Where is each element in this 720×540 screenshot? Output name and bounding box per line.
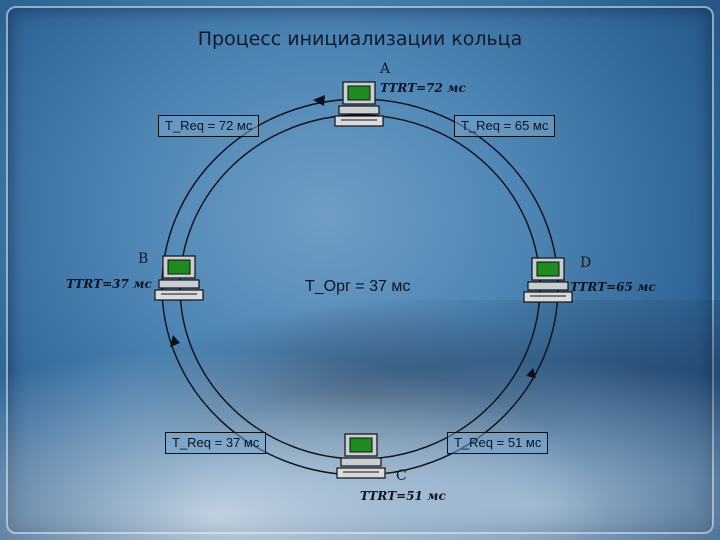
computer-icon	[337, 434, 385, 478]
request-box-top-right: T_Req = 65 мс	[454, 115, 555, 137]
node-label-a: A	[380, 61, 390, 77]
node-label-c: C	[396, 468, 407, 484]
ttrt-b: TTRT=37 мс	[66, 277, 152, 291]
center-label: T_Орг = 37 мс	[305, 278, 410, 296]
node-label-d: D	[580, 255, 591, 271]
computer-icon	[335, 82, 383, 126]
arrow-icon	[170, 335, 180, 347]
node-label-b: B	[138, 251, 148, 267]
ttrt-c: TTRT=51 мс	[360, 489, 446, 503]
arrow-icon	[526, 368, 536, 378]
computer-icon	[524, 258, 572, 302]
request-box-top-left: T_Req = 72 мс	[158, 115, 259, 137]
request-box-bottom-right: T_Req = 51 мс	[447, 432, 548, 454]
ttrt-d: TTRT=65 мс	[570, 280, 656, 294]
request-box-bottom-left: T_Req = 37 мс	[165, 432, 266, 454]
ttrt-a: TTRT=72 мс	[380, 81, 466, 95]
